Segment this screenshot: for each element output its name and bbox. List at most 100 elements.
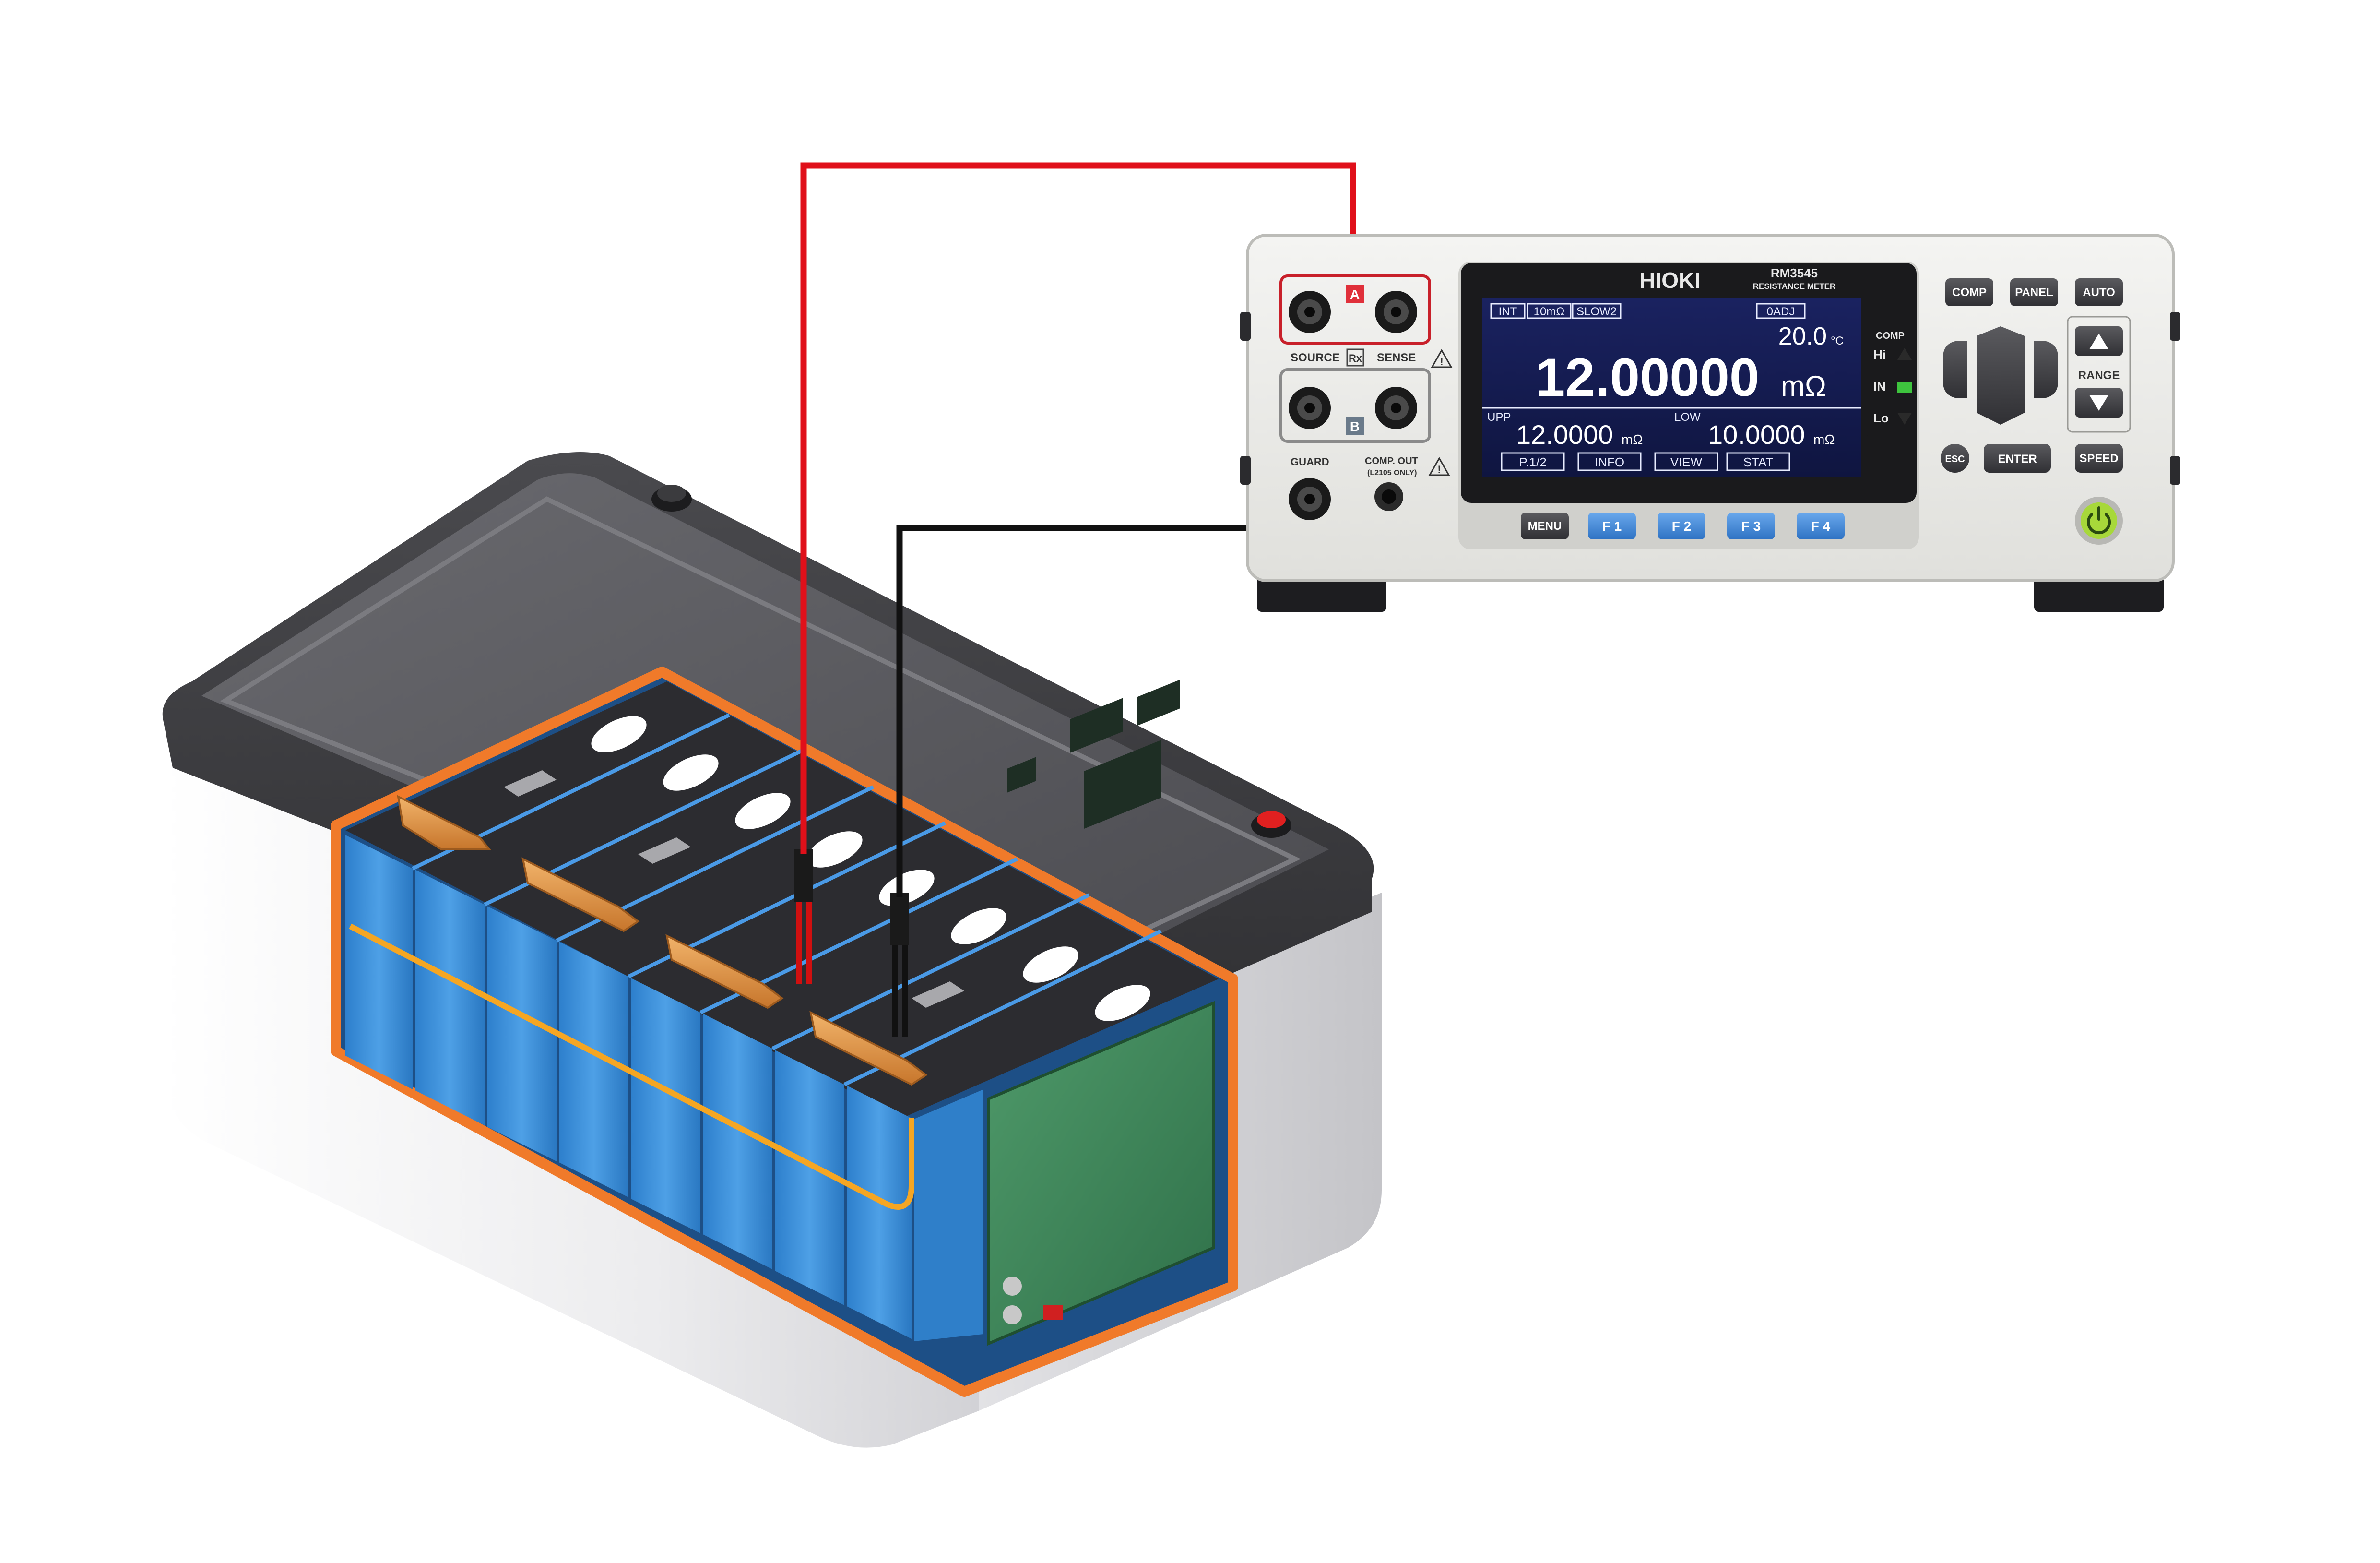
resistance-meter: A B SOURCE Rx SENSE [1240, 234, 2180, 612]
esc-button[interactable]: ESC [1941, 444, 1969, 473]
panel-button[interactable]: PANEL [2010, 278, 2058, 306]
f2-label: F 2 [1672, 519, 1691, 534]
bus-bar [809, 1011, 928, 1086]
red-probe-clip [794, 849, 813, 984]
lcd-main-reading: 12.00000 [1535, 347, 1759, 407]
lcd-temperature: 20.0 [1778, 322, 1827, 350]
svg-text:!: ! [1437, 464, 1441, 476]
function-keys: MENU F 1 F 2 F 3 F 4 [1521, 513, 1845, 539]
auto-button[interactable]: AUTO [2075, 278, 2123, 306]
f4-label: F 4 [1811, 519, 1831, 534]
lcd-low-value: 10.0000 [1708, 419, 1805, 450]
guard-jack[interactable] [1289, 478, 1331, 520]
sense-hi-jack[interactable] [1375, 291, 1417, 333]
bms-circuit-board [987, 680, 1215, 1346]
f4-button[interactable]: F 4 [1797, 513, 1845, 539]
terminal-pads [504, 770, 964, 1008]
comp-out-note: (L2105 ONLY) [1367, 469, 1417, 477]
model-name: RM3545 [1771, 266, 1818, 280]
sense-lo-jack[interactable] [1375, 387, 1417, 429]
speed-label: SPEED [2079, 452, 2118, 465]
comp-in: IN [1873, 380, 1886, 394]
range-down-button[interactable] [2075, 388, 2123, 418]
arrow-up-icon [1897, 348, 1912, 360]
in-led [1897, 382, 1912, 393]
cell [345, 835, 413, 1089]
guard-label: GUARD [1291, 456, 1329, 468]
power-icon [2087, 506, 2111, 535]
cell-vents [591, 716, 1150, 1021]
auto-button-label: AUTO [2083, 286, 2115, 299]
bus-bar [521, 857, 640, 932]
battery-pack [162, 452, 1382, 1448]
sense-wire [349, 923, 914, 1210]
cell [775, 1050, 844, 1305]
menu-label: MENU [1528, 520, 1562, 533]
range-label: RANGE [2078, 369, 2120, 382]
black-probe-clip [890, 893, 909, 1037]
lcd-tag-range: 10mΩ [1534, 305, 1565, 318]
cell-side [914, 1089, 983, 1341]
f1-button[interactable]: F 1 [1588, 513, 1636, 539]
bus-bar [397, 795, 492, 850]
source-hi-jack[interactable] [1289, 291, 1331, 333]
sense-label: SENSE [1377, 351, 1416, 364]
enter-label: ENTER [1998, 453, 2037, 465]
menu-button[interactable]: MENU [1521, 513, 1569, 539]
bus-bars [397, 795, 928, 1086]
comp-out-label: COMP. OUT [1365, 456, 1418, 466]
lcd-tab-view: VIEW [1670, 455, 1703, 469]
svg-text:!: ! [1440, 356, 1443, 368]
source-label: SOURCE [1291, 351, 1340, 364]
cell [559, 942, 628, 1197]
brand-logo: HIOKI [1639, 268, 1701, 293]
enter-button[interactable]: ENTER [1984, 444, 2051, 473]
lcd-main-unit: mΩ [1781, 370, 1826, 402]
cell [487, 906, 557, 1161]
terminal-a-label: A [1350, 287, 1360, 302]
cursor-center-key[interactable] [1977, 326, 2025, 425]
cursor-pad [1943, 326, 2058, 425]
f1-label: F 1 [1602, 519, 1622, 534]
cell [847, 1086, 912, 1339]
f3-button[interactable]: F 3 [1727, 513, 1775, 539]
source-lo-jack[interactable] [1289, 387, 1331, 429]
comp-button[interactable]: COMP [1945, 278, 1993, 306]
power-button[interactable] [2075, 497, 2123, 545]
arrow-down-icon [1897, 413, 1912, 425]
lcd-tag-int: INT [1499, 305, 1517, 318]
cell [415, 870, 485, 1125]
lcd-tab-info: INFO [1595, 455, 1624, 469]
warning-icon: ! [1431, 348, 1453, 368]
lcd-upp-label: UPP [1487, 411, 1511, 424]
lcd-upp-value: 12.0000 [1516, 419, 1613, 450]
speed-button[interactable]: SPEED [2075, 444, 2123, 473]
lcd-low-unit: mΩ [1813, 432, 1835, 447]
cell [703, 1014, 772, 1269]
warning-icon: ! [1428, 456, 1450, 476]
panel-button-label: PANEL [2015, 286, 2053, 299]
comp-out-jack[interactable] [1374, 482, 1403, 511]
f2-button[interactable]: F 2 [1658, 513, 1705, 539]
control-keys: COMP PANEL AUTO RANGE [1941, 278, 2131, 545]
arrow-right-icon[interactable] [2034, 341, 2058, 398]
lcd-tab-page: P.1/2 [1519, 455, 1546, 469]
model-subtitle: RESISTANCE METER [1753, 282, 1836, 291]
comp-title: COMP [1876, 331, 1905, 341]
range-up-button[interactable] [2075, 326, 2123, 356]
arrow-down-icon [2089, 395, 2108, 411]
lcd-low-label: LOW [1674, 411, 1701, 424]
terminal-b-label: B [1350, 419, 1360, 434]
esc-label: ESC [1945, 454, 1965, 465]
cells [345, 835, 983, 1341]
arrow-left-icon[interactable] [1943, 341, 1967, 398]
negative-post-cap [651, 485, 692, 512]
lcd-tab-stat: STAT [1743, 455, 1774, 469]
positive-post-cap [1251, 811, 1291, 838]
lcd-screen: INT 10mΩ SLOW2 0ADJ 20.0 °C 12.00000 mΩ … [1482, 298, 1861, 477]
lcd-temp-unit: °C [1831, 334, 1844, 347]
terminal-panel: A B SOURCE Rx SENSE [1279, 274, 1453, 520]
f3-label: F 3 [1741, 519, 1761, 534]
comp-lo: Lo [1873, 411, 1889, 425]
